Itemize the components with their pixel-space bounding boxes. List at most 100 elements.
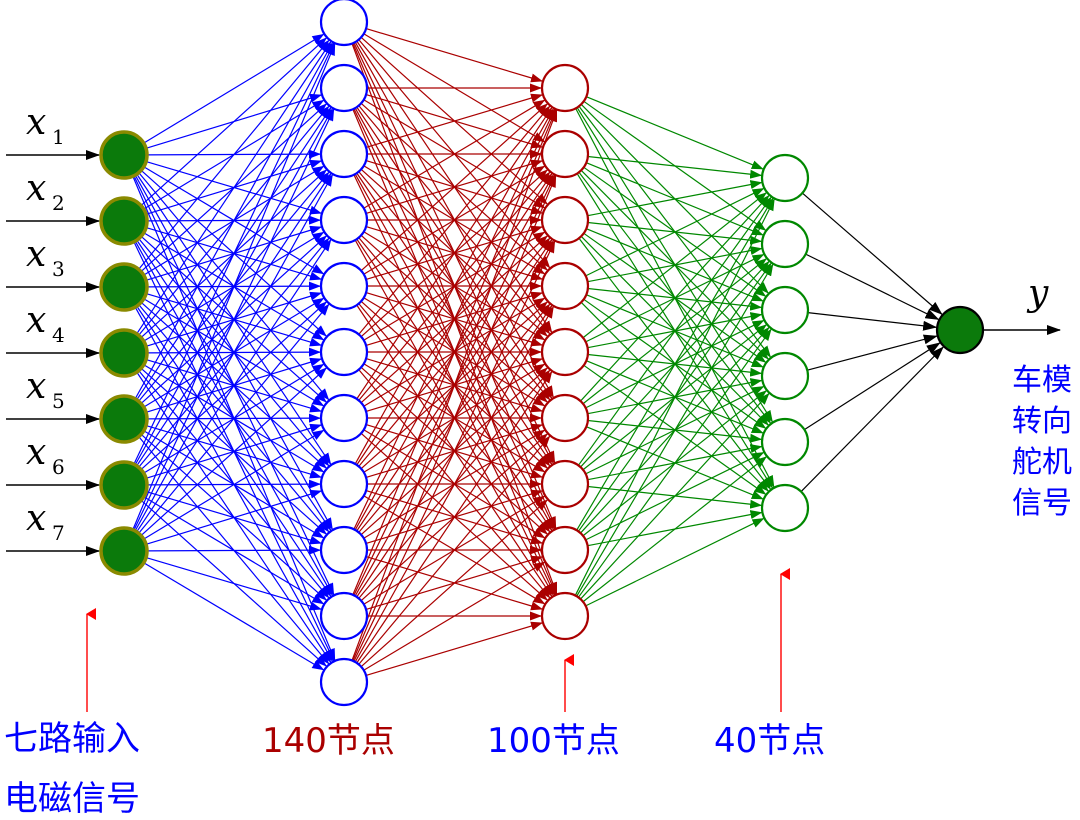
edge-l0-6-2: [134, 174, 333, 532]
output-variable-y: y: [1028, 273, 1049, 314]
layer-pointer-arrows: [6, 150, 1061, 712]
hidden1-node-4: [319, 195, 369, 245]
hidden2-node-7: [540, 459, 590, 509]
hidden2-node-8: [540, 525, 590, 575]
edge-l0-3-0: [136, 41, 332, 335]
input-node-7: [99, 526, 149, 576]
edge-l0-2-0: [138, 39, 330, 270]
hidden3-node-5: [760, 417, 810, 467]
layer2-caption: 100节点: [487, 721, 620, 761]
hidden3-node-4: [760, 351, 810, 401]
hidden1-node-3: [319, 129, 369, 179]
input-caption-line2: 电磁信号: [4, 779, 140, 819]
edge-l1-5-0: [358, 105, 551, 335]
hidden2-node-2: [540, 129, 590, 179]
input-node-1: [99, 130, 149, 180]
edge-l2-8-5: [585, 518, 765, 607]
edge-l2-7-0: [576, 197, 774, 531]
edge-l0-0-0: [143, 33, 325, 144]
output-caption: 车模 转向 舵机 信号: [1002, 364, 1080, 520]
input-var-x1: x: [26, 102, 47, 143]
input-var-x3: x: [26, 234, 47, 275]
edge-l1-10-1: [352, 175, 557, 662]
input-var-sub-6: 6: [52, 455, 65, 479]
hidden1-node-7: [319, 393, 369, 443]
output-caption-line4: 信号: [1012, 486, 1072, 521]
edge-l3-1-0: [805, 253, 940, 320]
hidden1-node-1: [319, 0, 369, 47]
edge-l3-4-0: [804, 342, 941, 431]
input-var-sub-4: 4: [52, 323, 65, 347]
edge-l1-7-0: [354, 108, 554, 465]
edge-l3-5-0: [800, 346, 944, 493]
edge-l0-6-10: [143, 562, 325, 671]
hidden2-node-4: [540, 261, 590, 311]
edge-l1-6-0: [356, 107, 553, 400]
input-node-2: [99, 196, 149, 246]
input-caption-line1: 七路输入: [4, 719, 140, 759]
input-var-x4: x: [26, 300, 47, 341]
edge-l0-6-5: [140, 367, 327, 537]
edge-l1-3-0: [363, 99, 546, 209]
edge-l1-10-7: [363, 561, 546, 671]
edge-l0-5-0: [133, 42, 335, 465]
edge-l1-10-5: [358, 435, 551, 665]
hidden1-node-8: [319, 459, 369, 509]
edge-l2-3-0: [585, 188, 765, 277]
edge-l0-6-4: [138, 303, 330, 534]
input-node-5: [99, 394, 149, 444]
edge-l2-6-0: [577, 196, 772, 466]
output-node-1: [935, 305, 985, 355]
output-caption-line3: 舵机: [1012, 445, 1072, 480]
hidden3-node-2: [760, 219, 810, 269]
output-caption-line2: 转向: [1012, 404, 1072, 439]
layer3-caption: 40节点: [714, 721, 826, 761]
hidden1-node-11: [319, 657, 369, 707]
edge-l0-6-0: [132, 43, 336, 530]
hidden3-node-1: [760, 153, 810, 203]
edge-l0-1-0: [140, 37, 327, 207]
layer1-caption: 140节点: [262, 721, 395, 761]
edge-l1-8-0: [353, 108, 556, 530]
edge-l3-2-0: [807, 312, 938, 331]
hidden1-node-2: [319, 63, 369, 113]
edge-l2-0-0: [586, 96, 764, 170]
input-var-sub-3: 3: [52, 257, 65, 281]
input-node-4: [99, 328, 149, 378]
edge-l0-4-0: [134, 42, 333, 400]
input-node-6: [99, 460, 149, 510]
hidden2-node-6: [540, 393, 590, 443]
edge-l2-8-2: [577, 328, 772, 598]
edge-l0-6-6: [143, 429, 325, 540]
edge-l3-0-0: [801, 192, 943, 315]
edge-l1-9-0: [352, 109, 557, 596]
edge-l0-6-3: [136, 239, 332, 533]
input-var-x2: x: [26, 168, 47, 209]
input-var-x6: x: [26, 432, 47, 473]
edge-l2-2-0: [587, 180, 763, 217]
edge-l2-4-0: [582, 192, 767, 339]
input-var-sub-5: 5: [52, 389, 65, 413]
input-node-3: [99, 262, 149, 312]
edge-l1-4-0: [360, 103, 548, 272]
edge-l1-10-8: [365, 621, 543, 676]
edge-l0-6-9: [145, 556, 322, 611]
edge-l0-6-7: [145, 489, 322, 545]
input-var-sub-1: 1: [52, 125, 65, 149]
edge-l1-10-0: [351, 109, 558, 661]
output-caption-line1: 车模: [1012, 363, 1072, 398]
edge-l2-8-1: [576, 263, 774, 597]
input-var-sub-7: 7: [52, 521, 65, 545]
edge-l2-8-4: [582, 456, 767, 603]
edge-l1-2-0: [365, 93, 543, 148]
hidden2-node-5: [540, 327, 590, 377]
hidden2-node-1: [540, 63, 590, 113]
edge-l1-10-2: [353, 240, 556, 662]
input-var-x5: x: [26, 366, 47, 407]
edge-l2-8-0: [574, 198, 775, 596]
edge-l0-6-8: [146, 545, 322, 555]
edge-l1-10-6: [360, 499, 548, 668]
edge-l3-3-0: [807, 334, 938, 371]
hidden1-node-9: [319, 525, 369, 575]
